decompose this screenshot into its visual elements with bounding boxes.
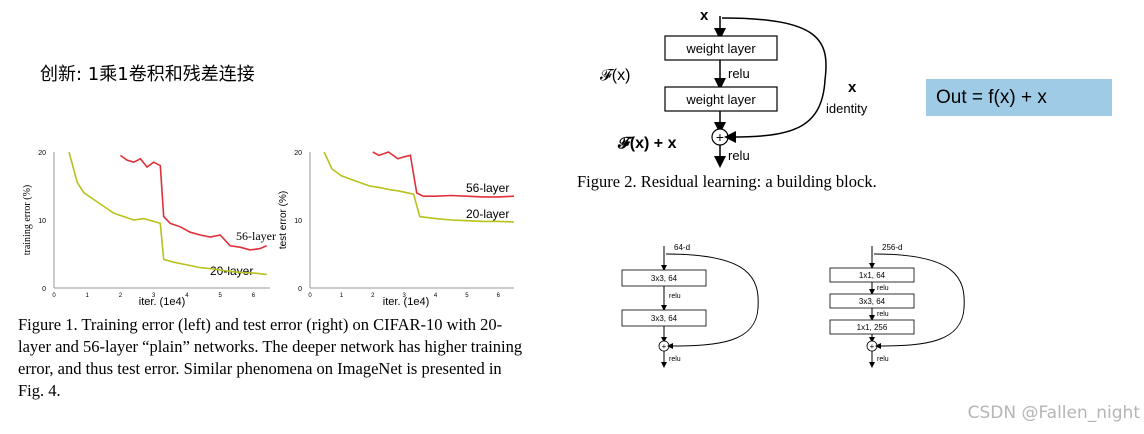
basic-layer-2-label: 3x3, 64 [651,314,678,323]
basic-layer-1-label: 3x3, 64 [651,274,678,283]
ytick-20: 20 [38,150,46,157]
xtick-2: 2 [371,293,375,299]
bottleneck-input-label: 256-d [882,243,902,252]
left-56-layer-label: 56-layer [236,229,276,243]
right-chart-ylabel: test error (%) [278,191,289,249]
watermark: CSDN @Fallen_night [967,403,1140,423]
xtick-0: 0 [52,293,56,299]
xtick-6: 6 [497,293,501,299]
right-56-layer-label: 56-layer [466,181,509,195]
xtick-4: 4 [185,293,189,299]
bottleneck-layer-1-label: 1x1, 64 [859,271,886,280]
bottleneck-relu-1: relu [877,285,889,292]
weight-layer-2-label: weight layer [685,92,756,107]
xtick-0: 0 [308,293,312,299]
bottleneck-relu-2: relu [877,311,889,318]
bottleneck-sum-plus: + [870,342,875,351]
fx-label: 𝓕(x) [600,67,630,84]
sum-plus: + [716,129,724,145]
bottleneck-block: 256-d 1x1, 64 relu 3x3, 64 relu 1x1, 256… [829,243,965,368]
ytick-0: 0 [42,286,46,293]
xtick-5: 5 [218,293,222,299]
left-chart-ylabel: training error (%) [22,185,33,256]
bottleneck-shortcut [873,253,965,349]
fx-plus-x-label: 𝓕(x) + x [617,135,677,152]
left-chart-xlabel: iter. (1e4) [139,296,185,308]
page-heading: 创新: 1乘1卷积和残差连接 [40,64,255,85]
right-20-layer-label: 20-layer [466,207,509,221]
bottleneck-layer-3-label: 1x1, 256 [857,323,888,332]
identity-arrow [721,17,827,143]
basic-input-label: 64-d [674,243,690,252]
xtick-3: 3 [402,293,406,299]
series-line-56-layer [372,151,515,198]
residual-block-diagram: x weight layer relu 𝓕(x) weight layer + … [600,7,868,168]
figure1-caption: Figure 1. Training error (left) and test… [18,315,523,400]
xtick-1: 1 [86,293,90,299]
weight-layer-1 [664,35,778,61]
ytick-10: 10 [294,218,302,225]
identity-label: identity [826,101,868,116]
basic-relu-2: relu [669,356,681,363]
left-chart: training error (%) 0 10 20 56-layer 20-l… [22,150,276,308]
xtick-6: 6 [252,293,256,299]
basic-sum-plus: + [662,342,667,351]
out-formula-box: Out = f(x) + x [926,79,1112,116]
weight-layer-2 [664,86,778,112]
ytick-20: 20 [294,150,302,157]
series-line-20-layer [68,151,267,276]
bottleneck-layer-2-label: 3x3, 64 [859,297,886,306]
input-x: x [700,7,709,24]
basic-relu-1: relu [669,293,681,300]
figure2-caption: Figure 2. Residual learning: a building … [577,172,877,191]
bottleneck-diagrams: 64-d 3x3, 64 relu 3x3, 64 + relu 256-d 1… [621,243,965,368]
ytick-10: 10 [38,218,46,225]
relu-1-label: relu [728,66,750,81]
xtick-5: 5 [465,293,469,299]
xtick-1: 1 [340,293,344,299]
identity-x: x [848,79,857,96]
xtick-2: 2 [119,293,123,299]
bottleneck-relu-3: relu [877,356,889,363]
series-line-20-layer [323,151,515,223]
right-chart: test error (%) 0 10 20 56-layer 20-layer… [278,150,515,308]
right-chart-xlabel: iter. (1e4) [383,296,429,308]
figure1-charts: training error (%) 0 10 20 56-layer 20-l… [22,150,515,308]
ytick-0: 0 [298,286,302,293]
basic-block: 64-d 3x3, 64 relu 3x3, 64 + relu [621,243,759,368]
xtick-4: 4 [434,293,438,299]
xtick-3: 3 [152,293,156,299]
relu-2-label: relu [728,148,750,163]
weight-layer-1-label: weight layer [685,41,756,56]
series-line-56-layer [120,154,268,251]
basic-shortcut [665,253,759,349]
